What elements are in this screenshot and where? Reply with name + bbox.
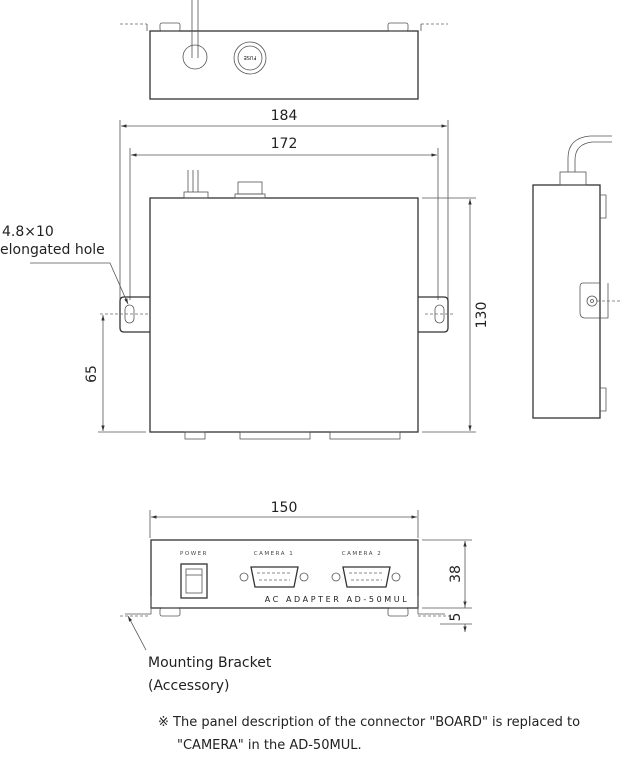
dim-38: 38 — [448, 565, 464, 583]
model-label: AC ADAPTER AD-50MUL — [265, 595, 410, 604]
camera2-connector — [331, 566, 401, 588]
rear-view: FUSE — [120, 0, 448, 100]
camera2-label: CAMERA 2 — [342, 551, 382, 557]
side-view — [532, 135, 620, 419]
fuse-label: FUSE — [244, 54, 257, 60]
front-view: POWER CAMERA 1 CAMERA 2 AC ADAPTER AD-50… — [120, 539, 452, 617]
camera1-connector — [239, 566, 309, 588]
note-line-1: ※ The panel description of the connector… — [158, 715, 580, 730]
accessory-label: (Accessory) — [148, 678, 229, 694]
bracket-label: Mounting Bracket — [148, 655, 272, 671]
camera1-label: CAMERA 1 — [254, 551, 294, 557]
dim-172: 172 — [271, 136, 298, 152]
dim-150: 150 — [271, 500, 298, 516]
dim-5: 5 — [448, 613, 464, 622]
note-line-2: "CAMERA" in the AD-50MUL. — [177, 738, 362, 753]
plan-view — [100, 170, 455, 440]
power-label: POWER — [180, 551, 208, 557]
hole-type-label: elongated hole — [0, 242, 105, 258]
hole-size-label: 4.8×10 — [2, 224, 54, 240]
dim-130: 130 — [474, 302, 490, 329]
dim-184: 184 — [271, 108, 298, 124]
dim-65: 65 — [84, 365, 100, 383]
